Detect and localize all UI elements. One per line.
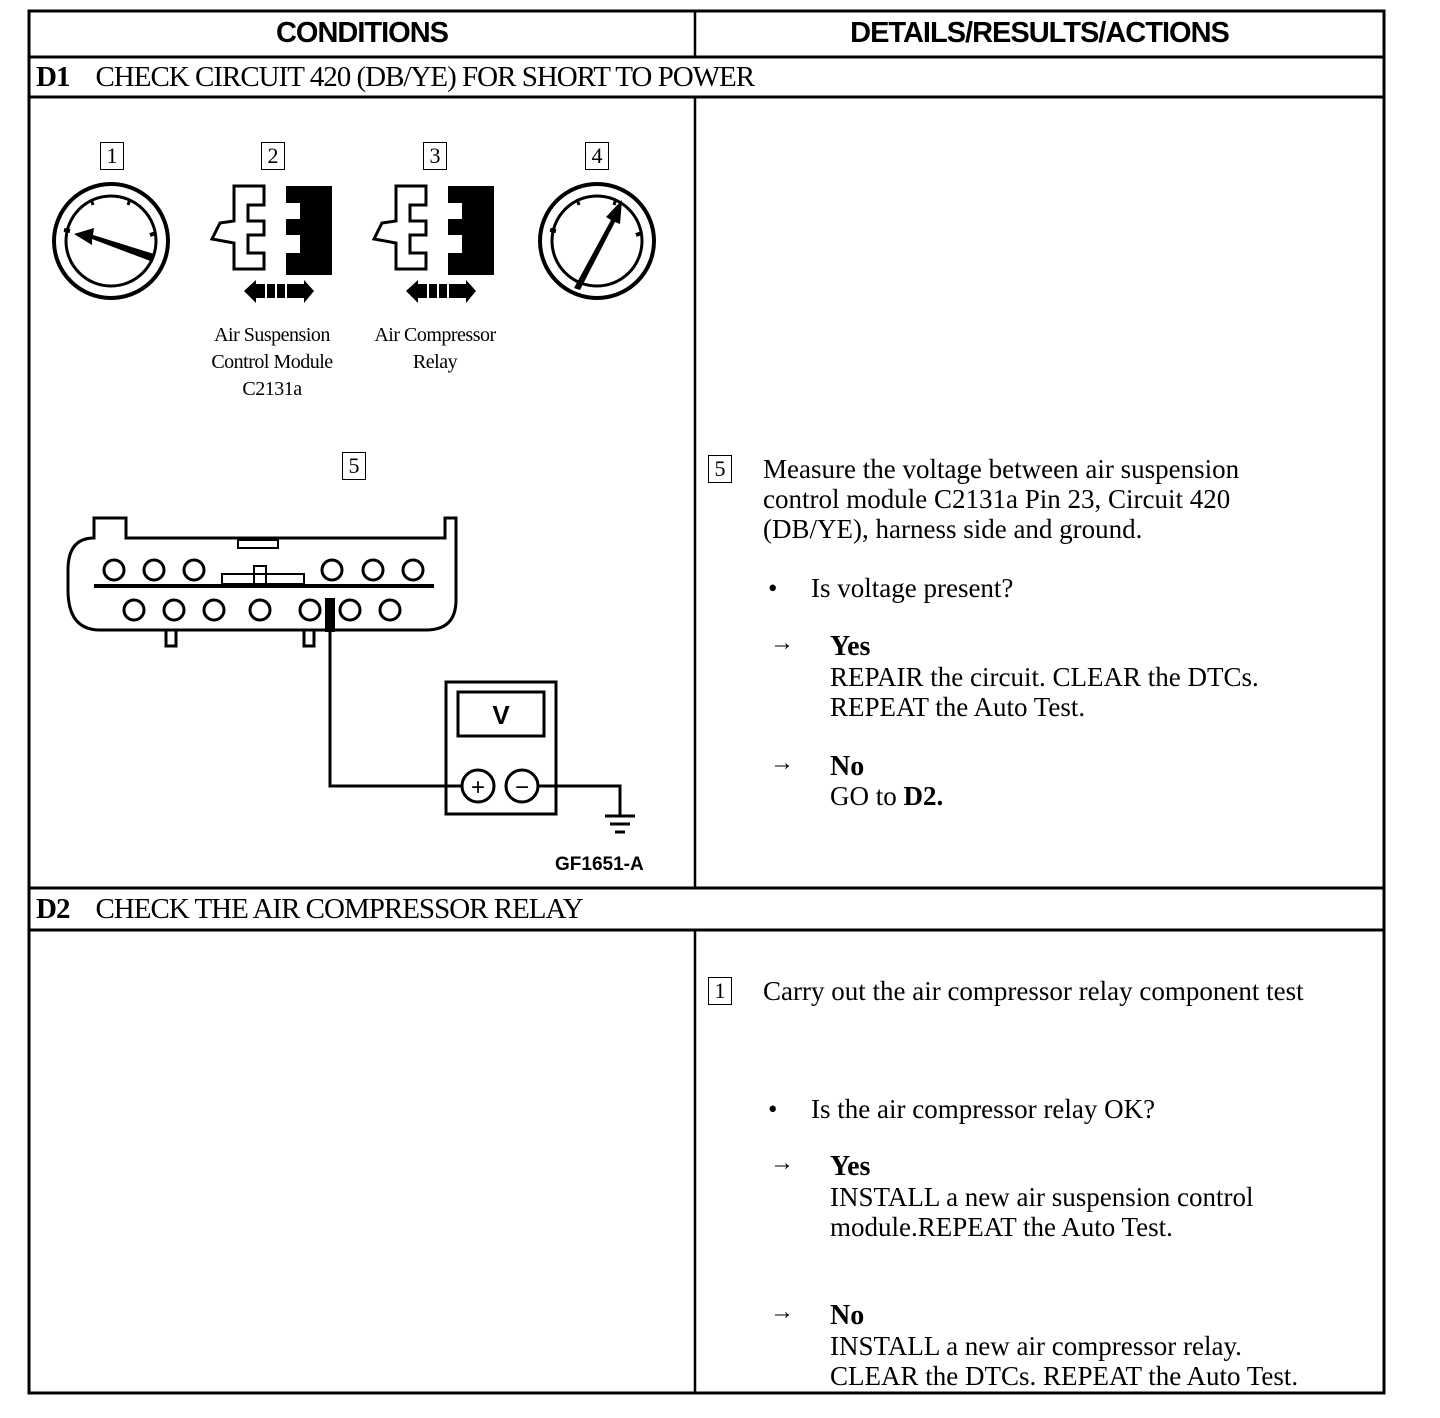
- d2-step-number: 1: [708, 977, 732, 1005]
- d1-yes-arrow-icon: →: [770, 630, 794, 656]
- module-caption-line-3: C2131a: [242, 378, 302, 400]
- d1-no-text: GO to D2.: [830, 781, 943, 811]
- connector-voltmeter-diagram: V + −: [66, 516, 635, 834]
- section-id-d1: D1: [36, 61, 70, 93]
- d2-no-arrow-icon: →: [770, 1299, 794, 1325]
- section-title-d1: D1 CHECK CIRCUIT 420 (DB/YE) FOR SHORT TO…: [36, 61, 755, 94]
- relay-caption-line-2: Relay: [412, 351, 458, 373]
- d1-bullet: •: [768, 573, 778, 603]
- d1-yes-label: Yes: [830, 631, 871, 662]
- module-caption-line-2: Control Module: [211, 351, 333, 373]
- d2-no-label: No: [830, 1300, 865, 1331]
- section-title-d2: D2 CHECK THE AIR COMPRESSOR RELAY: [36, 893, 584, 926]
- d2-no-line-1: INSTALL a new air compressor relay.: [830, 1331, 1242, 1361]
- d1-no-text-prefix: GO to: [830, 781, 904, 811]
- d2-yes-text: INSTALL a new air suspension control mod…: [830, 1182, 1370, 1242]
- step-1-label: 1: [100, 142, 124, 170]
- module-caption: Air Suspension Control Module C2131a: [192, 322, 352, 403]
- d1-no-arrow-icon: →: [770, 750, 794, 776]
- d2-question: Is the air compressor relay OK?: [811, 1094, 1156, 1124]
- step-4-label: 4: [585, 142, 609, 170]
- relay-disconnect-icon: [371, 184, 494, 303]
- d2-link[interactable]: D2.: [903, 781, 944, 811]
- step-5-label: 5: [342, 452, 366, 480]
- d1-instruction-line-3: (DB/YE), harness side and ground.: [763, 514, 1143, 544]
- d2-instruction: Carry out the air compressor relay compo…: [763, 976, 1304, 1006]
- d2-yes-line-1: INSTALL a new air suspension control: [830, 1182, 1254, 1212]
- d1-yes-text: REPAIR the circuit. CLEAR the DTCs. REPE…: [830, 662, 1370, 722]
- d1-step-number: 5: [708, 455, 732, 483]
- meter-minus: −: [515, 774, 529, 801]
- d2-no-text: INSTALL a new air compressor relay. CLEA…: [830, 1331, 1375, 1391]
- section-id-d2: D2: [36, 893, 70, 925]
- connector-disconnect-icon: [209, 184, 332, 303]
- d1-yes-line-2: REPEAT the Auto Test.: [830, 692, 1086, 722]
- d2-bullet: •: [768, 1094, 778, 1124]
- d1-yes-line-1: REPAIR the circuit. CLEAR the DTCs.: [830, 662, 1259, 692]
- module-caption-line-1: Air Suspension: [214, 324, 330, 346]
- section-text-d2: CHECK THE AIR COMPRESSOR RELAY: [95, 893, 583, 925]
- d1-question: Is voltage present?: [811, 573, 1014, 603]
- d2-yes-arrow-icon: →: [770, 1150, 794, 1176]
- d1-no-label: No: [830, 751, 865, 782]
- meter-label: V: [492, 700, 510, 730]
- d1-instruction: Measure the voltage between air suspensi…: [763, 454, 1363, 544]
- figure-id: GF1651-A: [555, 854, 644, 875]
- d2-no-line-2: CLEAR the DTCs. REPEAT the Auto Test.: [830, 1361, 1299, 1391]
- d2-yes-line-2: module.REPEAT the Auto Test.: [830, 1212, 1173, 1242]
- d1-instruction-line-2: control module C2131a Pin 23, Circuit 42…: [763, 484, 1231, 514]
- meter-plus: +: [471, 774, 485, 801]
- d2-yes-label: Yes: [830, 1151, 871, 1182]
- conditions-header: CONDITIONS: [275, 17, 449, 49]
- ignition-off-icon: [52, 182, 170, 300]
- details-header: DETAILS/RESULTS/ACTIONS: [850, 17, 1230, 49]
- ignition-on-icon: [538, 182, 656, 300]
- relay-caption: Air Compressor Relay: [360, 322, 510, 376]
- section-text-d1: CHECK CIRCUIT 420 (DB/YE) FOR SHORT TO P…: [95, 61, 755, 93]
- d1-instruction-line-1: Measure the voltage between air suspensi…: [763, 454, 1240, 484]
- step-3-label: 3: [423, 142, 447, 170]
- step-2-label: 2: [261, 142, 285, 170]
- relay-caption-line-1: Air Compressor: [374, 324, 496, 346]
